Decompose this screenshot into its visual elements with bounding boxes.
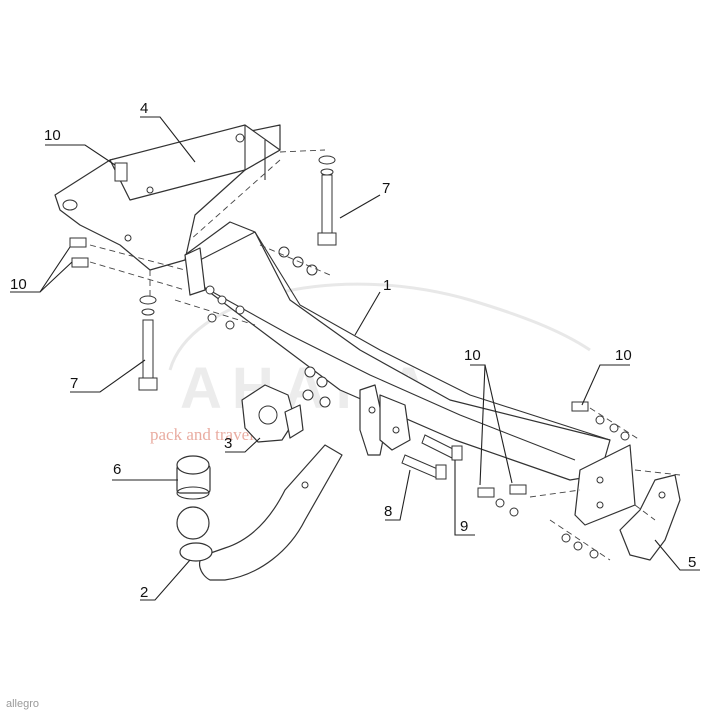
- part-10-fasteners: [69, 162, 630, 559]
- assembly-dashed-lines: [89, 149, 681, 561]
- brand-text: allegro: [6, 698, 40, 710]
- callout-3: 3: [224, 435, 232, 452]
- callout-10-center: 10: [464, 347, 481, 364]
- part-1-main-crossbar: [184, 221, 636, 526]
- callout-2: 2: [140, 584, 148, 601]
- callout-7-right: 7: [382, 180, 390, 197]
- callout-10-right: 10: [615, 347, 632, 364]
- callout-6: 6: [113, 461, 121, 478]
- callout-1: 1: [383, 277, 391, 294]
- part-6-ball-cap: [176, 455, 211, 500]
- part-3-socket-plate: [241, 384, 304, 443]
- callout-7-left: 7: [70, 375, 78, 392]
- callout-8: 8: [384, 503, 392, 520]
- callout-5: 5: [688, 554, 696, 571]
- part-2-ball-arm: [176, 444, 343, 581]
- callout-10-left: 10: [10, 276, 27, 293]
- callout-10-top-left: 10: [44, 127, 61, 144]
- callout-9: 9: [460, 518, 468, 535]
- part-8-bolt: [401, 454, 447, 480]
- part-4-left-bracket: [54, 124, 281, 271]
- allegro-brand-mark: allegro: [6, 698, 39, 710]
- leader-lines: [10, 116, 700, 601]
- watermark-subtext: pack and travel: [150, 425, 254, 444]
- part-7-bolt-right: [317, 155, 337, 246]
- part-9-bolt: [421, 434, 463, 461]
- callout-labels: 4 10 7 10 1 7 10 10 3 6 8 9 2 5: [10, 100, 696, 601]
- part-7-bolt-left: [138, 295, 158, 391]
- part-5-right-bracket: [619, 474, 681, 561]
- callout-4: 4: [140, 100, 148, 117]
